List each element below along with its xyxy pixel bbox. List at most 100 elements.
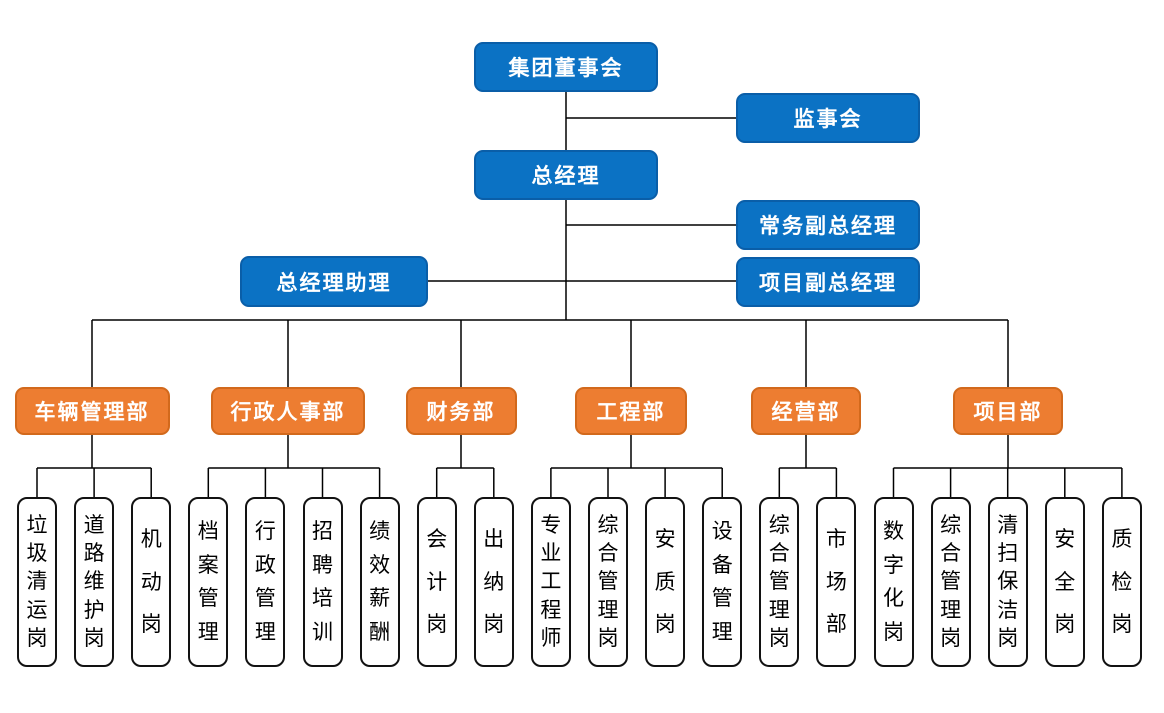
position-char: 运 <box>26 598 48 622</box>
position-char: 部 <box>825 612 847 636</box>
position-char: 纳 <box>483 570 505 594</box>
position-char: 聘 <box>312 553 333 577</box>
dept-label: 行政人事部 <box>230 401 346 424</box>
position-char: 岗 <box>426 612 448 636</box>
position-char: 安 <box>1054 528 1076 552</box>
node-gm-assistant: 总经理助理 <box>240 256 428 307</box>
node-general-manager-label: 总经理 <box>531 165 601 188</box>
position-char: 程 <box>540 598 562 622</box>
position-char: 岗 <box>26 626 48 650</box>
position-box: 专业工程师 <box>530 497 571 667</box>
node-project-deputy-gm-label: 项目副总经理 <box>759 272 897 295</box>
node-general-manager: 总经理 <box>474 150 658 200</box>
position-char: 理 <box>197 621 219 645</box>
dept-node-1: 车辆管理部 <box>14 387 170 435</box>
position-char: 管 <box>197 587 219 611</box>
position-box: 招聘培训 <box>302 497 343 667</box>
position-char: 全 <box>1054 570 1076 594</box>
node-gm-assistant-label: 总经理助理 <box>276 271 392 295</box>
position-char: 档 <box>197 519 219 543</box>
dept-node-4: 工程部 <box>575 387 687 435</box>
position-char: 设 <box>711 519 733 543</box>
position-char: 检 <box>1111 570 1133 594</box>
position-char: 岗 <box>1054 612 1076 636</box>
position-char: 计 <box>426 570 448 594</box>
position-char: 市 <box>825 528 847 552</box>
position-char: 理 <box>768 598 790 622</box>
position-char: 质 <box>1111 528 1133 552</box>
position-box: 道路维护岗 <box>74 497 115 667</box>
position-box: 绩效薪酬 <box>359 497 400 667</box>
position-char: 管 <box>711 587 733 611</box>
position-char: 岗 <box>940 626 962 650</box>
position-char: 酬 <box>369 621 391 645</box>
position-char: 护 <box>83 598 105 622</box>
position-box: 行政管理 <box>245 497 286 667</box>
dept-label: 项目部 <box>973 401 1043 424</box>
position-char: 岗 <box>483 612 505 636</box>
position-char: 管 <box>940 570 962 594</box>
dept-node-6: 项目部 <box>953 387 1063 435</box>
position-char: 行 <box>254 519 276 543</box>
position-char: 训 <box>312 621 333 645</box>
node-executive-deputy-gm-label: 常务副总经理 <box>759 215 897 238</box>
position-char: 理 <box>940 598 962 622</box>
dept-node-2: 行政人事部 <box>211 387 365 435</box>
position-char: 会 <box>426 528 448 552</box>
position-char: 岗 <box>83 626 105 650</box>
position-char: 数 <box>883 519 904 543</box>
position-char: 师 <box>540 626 562 650</box>
node-supervisory-board: 监事会 <box>736 93 920 143</box>
position-char: 字 <box>883 553 904 577</box>
position-box: 安质岗 <box>645 497 686 667</box>
position-box: 综合管理岗 <box>930 497 971 667</box>
position-char: 清 <box>26 570 48 594</box>
position-box: 出纳岗 <box>473 497 514 667</box>
position-char: 政 <box>254 553 276 577</box>
dept-label: 经营部 <box>771 401 841 424</box>
position-char: 化 <box>883 587 904 611</box>
position-char: 岗 <box>140 612 162 636</box>
position-char: 路 <box>83 542 105 566</box>
position-char: 道 <box>83 514 105 538</box>
position-char: 理 <box>597 598 619 622</box>
position-char: 安 <box>654 528 676 552</box>
dept-label: 财务部 <box>426 401 496 424</box>
position-char: 理 <box>254 621 276 645</box>
position-char: 合 <box>940 542 962 566</box>
position-char: 出 <box>483 528 505 552</box>
position-char: 培 <box>312 587 333 611</box>
position-box: 综合管理岗 <box>588 497 628 667</box>
position-char: 理 <box>711 621 733 645</box>
node-group-board-label: 集团董事会 <box>508 57 624 80</box>
position-char: 备 <box>711 553 733 577</box>
position-char: 动 <box>140 570 162 594</box>
position-box: 质检岗 <box>1101 497 1142 667</box>
position-box: 档案管理 <box>188 497 229 667</box>
node-project-deputy-gm: 项目副总经理 <box>736 257 920 307</box>
node-executive-deputy-gm: 常务副总经理 <box>736 200 920 250</box>
dept-node-5: 经营部 <box>751 387 861 435</box>
position-char: 场 <box>825 570 847 594</box>
position-char: 保 <box>997 570 1019 594</box>
dept-node-3: 财务部 <box>405 387 517 435</box>
position-char: 招 <box>312 519 333 543</box>
position-char: 垃 <box>26 514 48 538</box>
position-char: 绩 <box>369 519 391 543</box>
position-char: 管 <box>254 587 276 611</box>
position-char: 效 <box>369 553 391 577</box>
position-char: 工 <box>540 570 562 594</box>
position-box: 机动岗 <box>131 497 172 667</box>
position-box: 数字化岗 <box>873 497 914 667</box>
position-char: 薪 <box>369 587 391 611</box>
node-group-board: 集团董事会 <box>474 42 658 92</box>
position-box: 清扫保洁岗 <box>987 497 1028 667</box>
position-char: 机 <box>140 528 162 552</box>
position-box: 安全岗 <box>1044 497 1085 667</box>
position-char: 岗 <box>597 626 619 650</box>
dept-label: 工程部 <box>596 401 666 424</box>
position-box: 会计岗 <box>416 497 457 667</box>
position-char: 岗 <box>654 612 676 636</box>
